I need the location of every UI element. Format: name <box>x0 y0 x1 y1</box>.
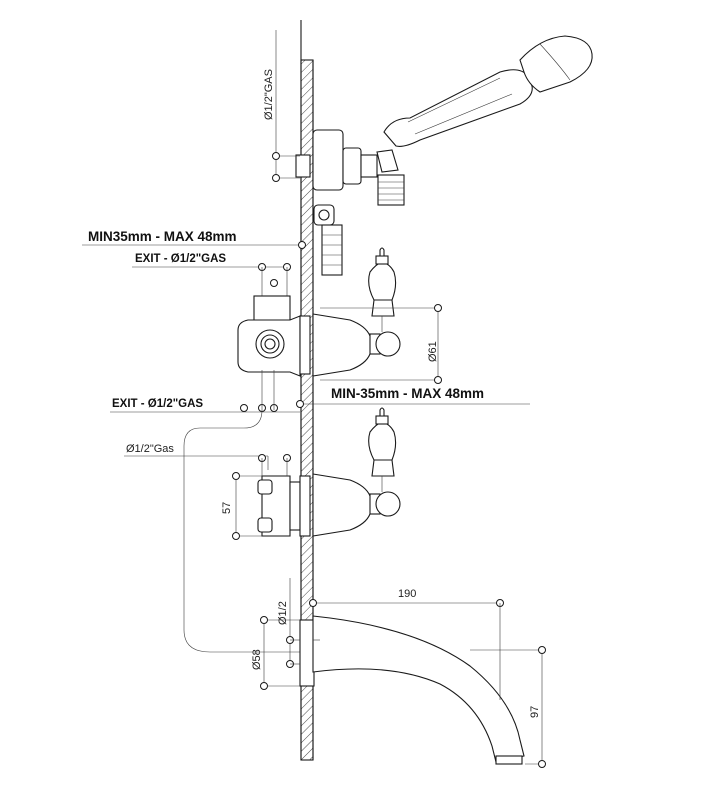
dimension-half: Ø1/2 <box>277 578 300 668</box>
hand-shower-assembly <box>295 35 593 276</box>
dimension-gas-top: Ø1/2"GAS <box>263 30 300 182</box>
label-dim-97: 97 <box>529 706 541 718</box>
label-dim-190: 190 <box>398 588 416 600</box>
dimension-exit-top: EXIT - Ø1/2"GAS <box>132 253 291 298</box>
dimension-61: Ø61 <box>320 304 442 384</box>
label-exit-top: EXIT - Ø1/2"GAS <box>135 253 226 265</box>
dimension-190: 190 <box>309 588 504 700</box>
dimension-57: 57 <box>221 454 291 540</box>
gas-pipe-route: Ø1/2"Gas <box>124 409 300 653</box>
label-dim-57: 57 <box>221 502 233 514</box>
diverter-valve <box>237 295 311 377</box>
bath-spout <box>299 615 525 765</box>
dimension-58: Ø58 <box>251 616 300 690</box>
label-gas-pipe: Ø1/2"Gas <box>126 443 174 455</box>
dimension-exit-bottom: EXIT - Ø1/2"GAS <box>110 370 300 413</box>
label-dia-61: Ø61 <box>427 341 439 362</box>
label-dim-half: Ø1/2 <box>277 601 289 625</box>
label-exit-bottom: EXIT - Ø1/2"GAS <box>112 398 203 410</box>
label-min-max-mid: MIN-35mm - MAX 48mm <box>331 386 484 401</box>
label-gas-top: Ø1/2"GAS <box>263 69 275 120</box>
dimension-min-max-mid: MIN-35mm - MAX 48mm <box>296 386 530 408</box>
label-dia-58: Ø58 <box>251 649 263 670</box>
dimension-97: 97 <box>470 646 546 768</box>
label-min-max-top: MIN35mm - MAX 48mm <box>88 229 237 244</box>
lower-tap-valve <box>257 407 401 537</box>
dimension-min-max-top: MIN35mm - MAX 48mm <box>82 229 306 249</box>
